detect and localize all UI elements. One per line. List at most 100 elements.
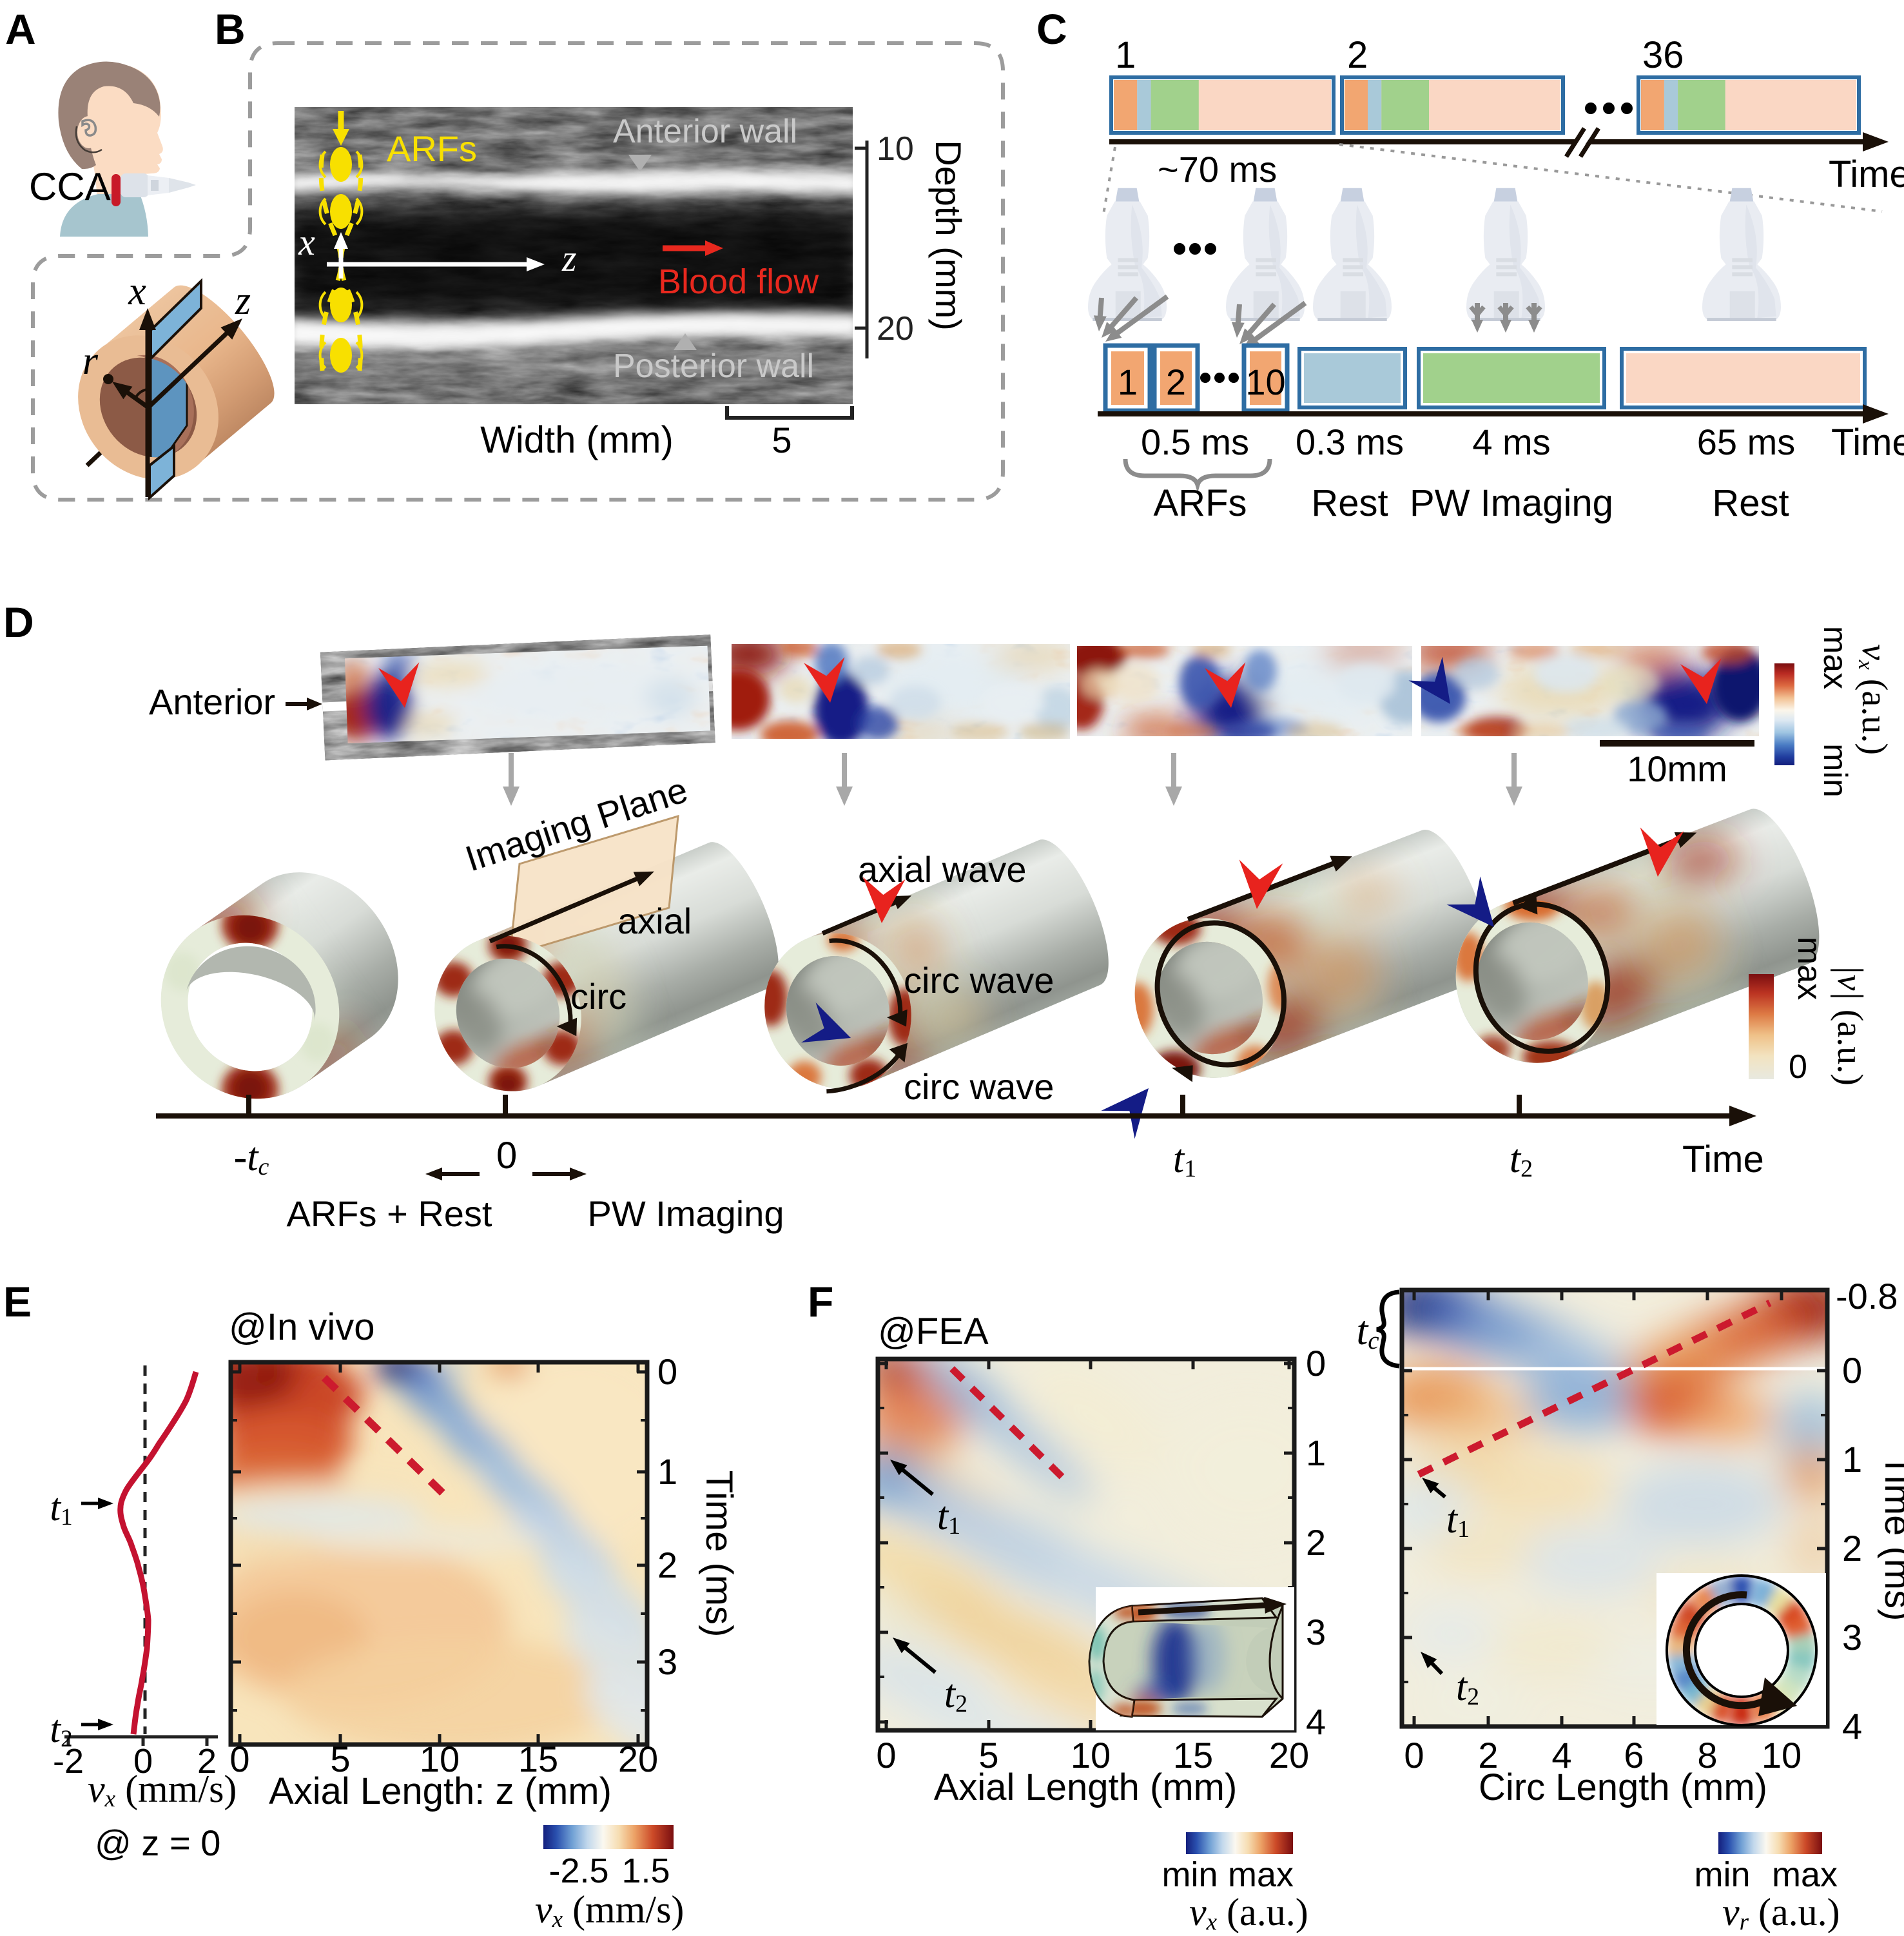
svg-text:t2: t2 bbox=[1456, 1665, 1479, 1710]
svg-text:B: B bbox=[215, 5, 246, 53]
svg-text:ARFs: ARFs bbox=[387, 128, 477, 169]
svg-text:-2: -2 bbox=[53, 1742, 84, 1781]
svg-text:5: 5 bbox=[978, 1735, 998, 1775]
svg-text:0: 0 bbox=[657, 1351, 677, 1392]
svg-text:1: 1 bbox=[1115, 34, 1136, 76]
svg-text:Time (ms): Time (ms) bbox=[1877, 1454, 1904, 1621]
svg-text:~70 ms: ~70 ms bbox=[1158, 149, 1277, 190]
svg-text:10: 10 bbox=[877, 130, 914, 168]
svg-text:0: 0 bbox=[1306, 1343, 1326, 1384]
svg-text:4: 4 bbox=[1842, 1706, 1862, 1746]
svg-text:1: 1 bbox=[1842, 1439, 1862, 1480]
svg-text:20: 20 bbox=[618, 1739, 658, 1779]
svg-text:max: max bbox=[1816, 626, 1854, 689]
svg-text:axial: axial bbox=[617, 901, 692, 941]
svg-text:3: 3 bbox=[657, 1641, 677, 1682]
svg-text:z: z bbox=[561, 237, 577, 279]
svg-text:65 ms: 65 ms bbox=[1697, 422, 1796, 462]
svg-text:circ wave: circ wave bbox=[904, 960, 1054, 1001]
svg-text:8: 8 bbox=[1697, 1735, 1717, 1775]
svg-text:Rest: Rest bbox=[1311, 482, 1388, 524]
svg-text:0: 0 bbox=[229, 1739, 249, 1779]
svg-text:t2: t2 bbox=[1510, 1137, 1533, 1182]
svg-text:2: 2 bbox=[1306, 1522, 1326, 1563]
svg-text:max: max bbox=[1228, 1855, 1294, 1894]
svg-text:CCA: CCA bbox=[29, 165, 111, 208]
svg-text:2: 2 bbox=[1842, 1528, 1862, 1569]
svg-text:4: 4 bbox=[1306, 1701, 1326, 1742]
svg-text:Anterior wall: Anterior wall bbox=[613, 113, 797, 150]
svg-text:t1: t1 bbox=[1173, 1137, 1196, 1182]
svg-text:2: 2 bbox=[657, 1545, 677, 1585]
svg-text:t1: t1 bbox=[937, 1494, 960, 1540]
svg-text:-0.8: -0.8 bbox=[1836, 1276, 1898, 1316]
svg-text:r: r bbox=[83, 339, 99, 383]
svg-text:0: 0 bbox=[496, 1135, 517, 1177]
svg-text:F: F bbox=[808, 1278, 833, 1325]
svg-text:D: D bbox=[3, 598, 34, 646]
svg-text:Time: Time bbox=[1682, 1139, 1764, 1180]
svg-text:axial wave: axial wave bbox=[858, 849, 1026, 890]
svg-text:@In vivo: @In vivo bbox=[229, 1306, 375, 1348]
svg-text:Time: Time bbox=[1829, 153, 1904, 195]
svg-text:Blood flow: Blood flow bbox=[658, 262, 819, 301]
svg-text:Axial Length: z (mm): Axial Length: z (mm) bbox=[269, 1770, 612, 1812]
svg-text:@FEA: @FEA bbox=[878, 1311, 989, 1353]
svg-text:1: 1 bbox=[1118, 362, 1138, 402]
svg-text:t2: t2 bbox=[50, 1708, 72, 1752]
svg-text:10mm: 10mm bbox=[1627, 748, 1727, 789]
svg-text:x: x bbox=[128, 269, 146, 313]
svg-text:15: 15 bbox=[518, 1739, 558, 1779]
svg-text:E: E bbox=[3, 1278, 32, 1325]
svg-text:Time (ms): Time (ms) bbox=[698, 1471, 740, 1638]
svg-text:-2.5: -2.5 bbox=[549, 1852, 608, 1890]
svg-text:2: 2 bbox=[1347, 34, 1368, 76]
svg-text:Depth (mm): Depth (mm) bbox=[928, 140, 969, 331]
svg-text:5: 5 bbox=[330, 1739, 350, 1779]
svg-text:t2: t2 bbox=[944, 1672, 967, 1717]
svg-text:1.5: 1.5 bbox=[621, 1852, 670, 1890]
svg-text:ARFs: ARFs bbox=[1154, 482, 1247, 524]
svg-text:5: 5 bbox=[772, 420, 792, 460]
svg-text:2: 2 bbox=[197, 1742, 217, 1781]
svg-text:4 ms: 4 ms bbox=[1472, 422, 1550, 462]
svg-text:0: 0 bbox=[133, 1742, 153, 1781]
svg-text:0: 0 bbox=[1404, 1735, 1424, 1775]
svg-text:20: 20 bbox=[1269, 1735, 1309, 1775]
svg-text:z: z bbox=[235, 279, 251, 323]
svg-text:-tc: -tc bbox=[234, 1135, 269, 1180]
svg-text:A: A bbox=[5, 5, 36, 53]
svg-text:6: 6 bbox=[1624, 1735, 1644, 1775]
svg-text:10: 10 bbox=[1071, 1735, 1111, 1775]
svg-text:circ wave: circ wave bbox=[904, 1066, 1054, 1107]
svg-text:Anterior: Anterior bbox=[149, 681, 275, 722]
svg-text:t1: t1 bbox=[1446, 1498, 1470, 1543]
svg-text:Axial Length (mm): Axial Length (mm) bbox=[934, 1766, 1238, 1808]
svg-text:3: 3 bbox=[1842, 1617, 1862, 1657]
svg-text:circ: circ bbox=[570, 976, 627, 1017]
svg-text:C: C bbox=[1036, 5, 1067, 53]
svg-text:tc: tc bbox=[1356, 1307, 1379, 1354]
svg-text:min: min bbox=[1816, 743, 1854, 797]
svg-text:0.3 ms: 0.3 ms bbox=[1296, 422, 1404, 462]
svg-text:t1: t1 bbox=[50, 1486, 72, 1530]
svg-text:@ z = 0: @ z = 0 bbox=[95, 1823, 220, 1863]
svg-text:2: 2 bbox=[1166, 362, 1186, 402]
svg-text:4: 4 bbox=[1551, 1735, 1571, 1775]
svg-text:36: 36 bbox=[1642, 34, 1684, 76]
svg-text:3: 3 bbox=[1306, 1612, 1326, 1652]
svg-text:PW Imaging: PW Imaging bbox=[588, 1193, 784, 1234]
svg-text:min: min bbox=[1161, 1855, 1218, 1894]
svg-text:Posterior wall: Posterior wall bbox=[613, 347, 814, 385]
svg-text:PW Imaging: PW Imaging bbox=[1410, 482, 1613, 524]
svg-text:Rest: Rest bbox=[1712, 482, 1789, 524]
svg-text:ARFs + Rest: ARFs + Rest bbox=[287, 1193, 492, 1234]
svg-text:min: min bbox=[1694, 1855, 1750, 1894]
svg-text:2: 2 bbox=[1478, 1735, 1498, 1775]
svg-text:0: 0 bbox=[1789, 1048, 1807, 1086]
svg-text:1: 1 bbox=[1306, 1432, 1326, 1473]
svg-text:max: max bbox=[1772, 1855, 1838, 1894]
svg-text:20: 20 bbox=[877, 310, 914, 347]
svg-text:x: x bbox=[298, 221, 315, 263]
svg-text:10: 10 bbox=[1245, 362, 1285, 402]
